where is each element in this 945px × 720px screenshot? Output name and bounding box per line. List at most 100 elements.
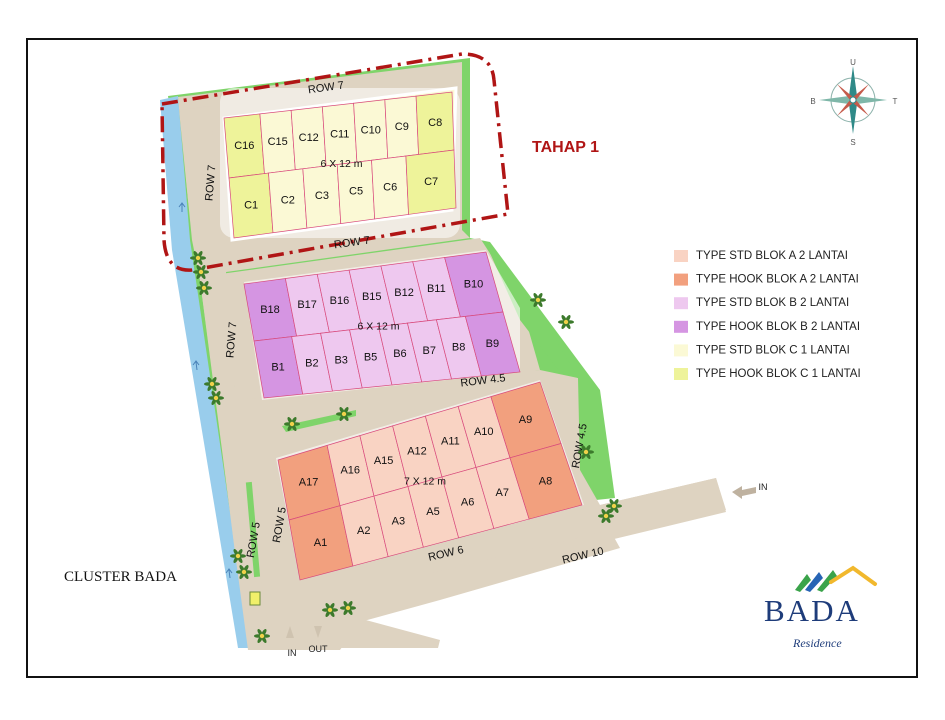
lot-label-b1: B1 — [271, 361, 284, 373]
lot-label-c1: C1 — [244, 199, 258, 211]
out-gate-label: OUT — [309, 644, 329, 654]
lot-label-b15: B15 — [362, 291, 382, 303]
legend-label-5: TYPE HOOK BLOK C 1 LANTAI — [696, 368, 861, 380]
legend-swatch-3 — [674, 320, 688, 333]
lot-label-a5: A5 — [426, 506, 439, 518]
trees — [190, 250, 622, 644]
lot-label-c16: C16 — [234, 140, 254, 152]
grass-island-1 — [282, 410, 356, 432]
river-flow-arrows-icon — [178, 202, 233, 579]
lot-label-b9: B9 — [486, 338, 499, 350]
river — [160, 96, 250, 648]
lot-label-c15: C15 — [268, 136, 288, 148]
lot-label-c5: C5 — [349, 186, 363, 198]
lot-label-b11: B11 — [427, 283, 446, 295]
legend-label-1: TYPE HOOK BLOK A 2 LANTAI — [696, 274, 859, 286]
lot-c7[interactable] — [405, 149, 457, 215]
tree-icon — [336, 406, 352, 422]
utility-marker — [249, 591, 261, 606]
tree-icon — [254, 628, 270, 644]
lot-label-c8: C8 — [428, 117, 442, 129]
block-b-lot-size-label: 6 X 12 m — [357, 320, 399, 332]
grass-strip-row5 — [245, 481, 261, 578]
lot-label-b6: B6 — [393, 348, 406, 360]
tree-icon — [236, 564, 252, 580]
lot-b9[interactable] — [464, 311, 521, 377]
lot-label-b3: B3 — [334, 354, 347, 366]
lot-label-b5: B5 — [364, 351, 377, 363]
row-7-left-c-label: ROW 7 — [203, 165, 218, 202]
tree-icon — [606, 498, 622, 514]
tree-icon — [208, 390, 224, 406]
lot-label-c9: C9 — [395, 121, 409, 133]
tree-icon — [190, 250, 206, 266]
tree-icon — [322, 602, 338, 618]
lot-label-a10: A10 — [474, 426, 494, 438]
lot-label-a15: A15 — [374, 455, 394, 467]
lot-label-c6: C6 — [383, 181, 397, 193]
tree-icon — [204, 376, 220, 392]
legend-swatch-5 — [674, 368, 688, 380]
lot-a8[interactable] — [509, 443, 583, 520]
row-7-mid-label: ROW 7 — [333, 234, 370, 251]
brand-logo — [795, 565, 877, 592]
lot-label-c7: C7 — [424, 176, 438, 188]
lot-label-c12: C12 — [299, 132, 319, 144]
lot-label-b17: B17 — [297, 299, 317, 311]
phase-label: TAHAP 1 — [532, 139, 599, 156]
gate-arrows-icon — [286, 626, 322, 638]
lot-label-a6: A6 — [461, 497, 474, 509]
row-7-top-label: ROW 7 — [307, 79, 344, 96]
tree-icon — [196, 280, 212, 296]
legend-swatch-4 — [674, 344, 688, 357]
lot-label-a3: A3 — [392, 516, 405, 528]
tree-icon — [340, 600, 356, 616]
lot-label-a2: A2 — [357, 525, 370, 537]
compass-south-label: S — [850, 138, 855, 147]
lot-label-c11: C11 — [330, 128, 349, 140]
lot-label-b7: B7 — [423, 345, 436, 357]
tree-icon — [530, 292, 546, 308]
compass-east-label: T — [893, 97, 898, 106]
lot-label-a1: A1 — [314, 537, 327, 549]
tree-icon — [230, 548, 246, 564]
legend-label-0: TYPE STD BLOK A 2 LANTAI — [696, 250, 848, 262]
legend: TYPE STD BLOK A 2 LANTAI TYPE HOOK BLOK A… — [674, 250, 861, 380]
tree-icon — [558, 314, 574, 330]
block-c-lot-size-label: 6 X 12 m — [320, 158, 362, 170]
row-7-left-b-label: ROW 7 — [224, 322, 239, 359]
lot-label-b8: B8 — [452, 342, 465, 354]
compass-icon — [819, 66, 887, 134]
in-east-label: IN — [759, 482, 768, 492]
legend-label-2: TYPE STD BLOK B 2 LANTAI — [696, 297, 849, 309]
phase-boundary — [160, 52, 510, 272]
lot-label-a7: A7 — [496, 487, 509, 499]
tree-icon — [193, 264, 209, 280]
grass-wedge-east — [485, 242, 578, 378]
block-a-lot-size-label: 7 X 12 m — [404, 476, 446, 488]
lot-label-a8: A8 — [539, 475, 552, 487]
compass-north-label: U — [850, 58, 856, 67]
in-arrow-east-icon — [732, 486, 756, 499]
tree-icon — [598, 508, 614, 524]
lot-label-c2: C2 — [281, 195, 295, 207]
lot-label-b16: B16 — [330, 295, 350, 307]
tree-icon — [284, 416, 300, 432]
lot-label-a11: A11 — [441, 436, 460, 448]
legend-swatch-0 — [674, 250, 688, 262]
in-gate-label: IN — [288, 648, 297, 658]
lot-label-b2: B2 — [305, 358, 318, 370]
legend-swatch-1 — [674, 273, 688, 286]
lot-label-b10: B10 — [464, 279, 484, 291]
legend-label-4: TYPE STD BLOK C 1 LANTAI — [696, 344, 850, 356]
compass-west-label: B — [810, 97, 815, 106]
legend-swatch-2 — [674, 297, 688, 310]
brand-name: BADA — [764, 593, 860, 628]
lot-label-c3: C3 — [315, 190, 329, 202]
lot-label-b12: B12 — [394, 287, 414, 299]
cluster-label: CLUSTER BADA — [64, 569, 177, 585]
row-4-5-top-label: ROW 4.5 — [460, 372, 506, 389]
